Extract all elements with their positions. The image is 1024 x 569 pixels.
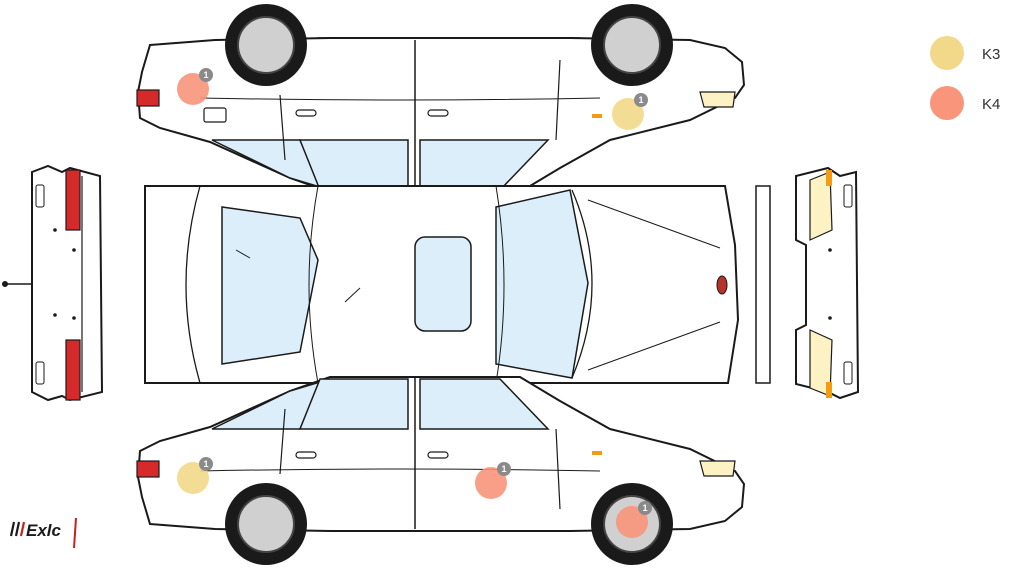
front-marker-upper xyxy=(843,184,853,208)
damage-marker[interactable]: 1 xyxy=(177,68,213,105)
rear-marker-upper xyxy=(35,184,45,208)
car-rear-view xyxy=(2,164,104,402)
damage-marker[interactable]: 1 xyxy=(177,457,213,494)
marker-count-badge xyxy=(634,93,648,107)
antenna-roof xyxy=(344,287,361,303)
door-seam-rear-bottom xyxy=(279,408,286,475)
legend: K3 K4 xyxy=(930,36,1000,120)
car-side-view-bottom xyxy=(136,376,746,565)
antenna-tip xyxy=(2,281,8,287)
marker-count-badge xyxy=(199,68,213,82)
marker-count: 1 xyxy=(638,95,643,105)
body-crease-bottom xyxy=(199,468,601,472)
logo-stripe-1 xyxy=(9,521,16,537)
rear-bumper-outline xyxy=(31,164,104,402)
logo-stripe-2 xyxy=(14,521,21,537)
side-indicator xyxy=(592,114,602,118)
roof-line-rear xyxy=(308,185,319,384)
damage-marker[interactable]: 1 xyxy=(612,93,648,130)
door-seam-rear xyxy=(279,94,286,161)
rear-marker-lower xyxy=(35,361,45,385)
car-front-view xyxy=(755,166,860,400)
door-seam-front-bottom xyxy=(555,428,561,510)
marker-count: 1 xyxy=(203,70,208,80)
front-headlight-upper xyxy=(809,171,833,241)
car-roof-view xyxy=(144,185,740,384)
door-handle-front-bottom xyxy=(427,451,449,459)
marker-count: 1 xyxy=(501,464,506,474)
front-windshield xyxy=(495,189,589,379)
damage-marker[interactable]: 1 xyxy=(616,501,652,538)
door-handle-rear xyxy=(295,109,317,117)
brand-logo: Exlc xyxy=(9,517,77,549)
damage-markers: 1 1 1 1 1 xyxy=(177,68,652,538)
car-side-view-top xyxy=(136,4,746,193)
logo-slash xyxy=(73,517,77,549)
hubcap-rear xyxy=(237,16,295,74)
rear-light-upper xyxy=(65,169,81,231)
sunroof xyxy=(414,236,472,332)
legend-swatch-k3 xyxy=(930,36,964,70)
headlight xyxy=(699,91,736,108)
legend-item-k4: K4 xyxy=(930,86,1000,120)
marker-count-badge xyxy=(638,501,652,515)
side-indicator-bottom xyxy=(592,451,602,455)
marker-count-badge xyxy=(497,462,511,476)
hood-crease-lower xyxy=(587,321,721,371)
marker-count: 1 xyxy=(642,503,647,513)
legend-swatch-k4 xyxy=(930,86,964,120)
hubcap-front xyxy=(603,16,661,74)
front-indicator-upper xyxy=(826,170,832,186)
window-rear-door xyxy=(298,139,409,191)
front-marker-lower xyxy=(843,361,853,385)
front-indicator-lower xyxy=(826,382,832,398)
hood-crease-upper xyxy=(587,199,721,249)
door-handle-front xyxy=(427,109,449,117)
marker-count: 1 xyxy=(203,459,208,469)
legend-label-k3: K3 xyxy=(982,46,1000,63)
marker-count-badge xyxy=(199,457,213,471)
legend-label-k4: K4 xyxy=(982,96,1000,113)
tail-light-bottom xyxy=(136,460,160,478)
windshield-edge xyxy=(755,185,771,384)
logo-stripe-3 xyxy=(19,521,26,537)
fuel-cap xyxy=(203,107,227,123)
headlight-bottom xyxy=(699,460,736,477)
window-rear-door-bottom xyxy=(298,378,409,430)
tail-light xyxy=(136,89,160,107)
body-crease xyxy=(199,97,601,101)
hubcap-rear-bottom xyxy=(237,495,295,553)
door-handle-rear-bottom xyxy=(295,451,317,459)
window-front-door-bottom xyxy=(419,378,550,430)
hood-line xyxy=(571,189,593,379)
damage-marker[interactable]: 1 xyxy=(475,462,511,499)
trunk-line xyxy=(185,185,201,384)
door-seam-front xyxy=(555,59,561,141)
rear-wiper xyxy=(235,249,251,259)
legend-item-k3: K3 xyxy=(930,36,1000,70)
hood-emblem xyxy=(716,275,728,295)
roof-line-front xyxy=(495,185,505,384)
rear-light-lower xyxy=(65,339,81,401)
logo-text: Exlc xyxy=(26,521,62,540)
